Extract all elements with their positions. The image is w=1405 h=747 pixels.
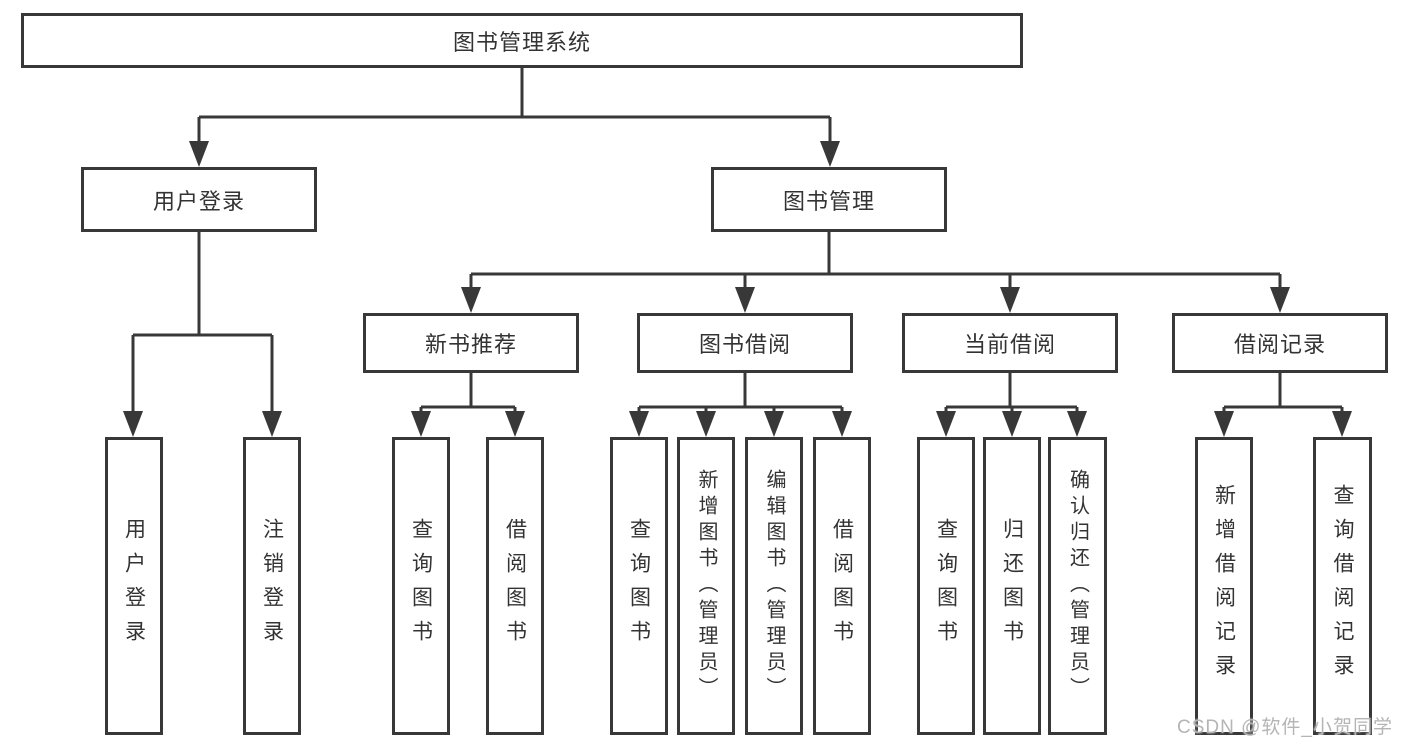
node-current-borrow-label: 当前借阅 xyxy=(963,332,1056,357)
node-book-borrow: 图书借阅 xyxy=(637,313,853,373)
leaf-user-login: 用户登录 xyxy=(105,437,163,735)
node-book-mgmt-branch: 图书管理 xyxy=(711,167,947,232)
leaf-logout: 注销登录 xyxy=(243,437,301,735)
node-current-borrow: 当前借阅 xyxy=(902,313,1118,373)
node-root: 图书管理系统 xyxy=(21,13,1023,68)
leaf-bb-borrow-books: 借阅图书 xyxy=(813,437,871,735)
leaf-nb-borrow-books: 借阅图书 xyxy=(486,437,544,735)
leaf-cb-return-books-label: 归还图书 xyxy=(1000,518,1024,654)
node-book-borrow-label: 图书借阅 xyxy=(698,332,791,357)
csdn-watermark: CSDN @软件_小贺同学 xyxy=(1177,717,1393,738)
node-user-login-branch-label: 用户登录 xyxy=(152,188,245,214)
leaf-bb-add-book-admin: 新增图书（管理员） xyxy=(677,437,735,735)
leaf-cb-query-books-label: 查询图书 xyxy=(934,518,958,654)
leaf-logout-label: 注销登录 xyxy=(260,518,284,654)
leaf-br-add-borrow-record: 新增借阅记录 xyxy=(1195,437,1253,735)
leaf-nb-query-books: 查询图书 xyxy=(392,437,450,735)
leaf-nb-query-books-label: 查询图书 xyxy=(409,518,433,654)
leaf-bb-edit-book-admin: 编辑图书（管理员） xyxy=(745,437,803,735)
leaf-bb-edit-book-admin-label: 编辑图书（管理员） xyxy=(763,469,785,703)
node-borrow-records: 借阅记录 xyxy=(1172,313,1388,373)
node-user-login-branch: 用户登录 xyxy=(81,167,317,232)
leaf-nb-borrow-books-label: 借阅图书 xyxy=(503,518,527,654)
leaf-cb-return-books: 归还图书 xyxy=(983,437,1041,735)
leaf-br-add-borrow-record-label: 新增借阅记录 xyxy=(1212,484,1236,688)
leaf-cb-confirm-return-admin: 确认归还（管理员） xyxy=(1048,437,1107,735)
node-root-label: 图书管理系统 xyxy=(452,29,591,55)
leaf-br-query-borrow-record: 查询借阅记录 xyxy=(1313,437,1372,735)
leaf-br-query-borrow-record-label: 查询借阅记录 xyxy=(1331,484,1354,688)
node-borrow-records-label: 借阅记录 xyxy=(1233,332,1326,357)
leaf-cb-query-books: 查询图书 xyxy=(917,437,975,735)
leaf-bb-query-books: 查询图书 xyxy=(610,437,668,735)
leaf-cb-confirm-return-admin-label: 确认归还（管理员） xyxy=(1066,469,1089,703)
leaf-bb-add-book-admin-label: 新增图书（管理员） xyxy=(695,469,717,703)
node-new-book-recommend: 新书推荐 xyxy=(363,313,579,373)
node-new-book-recommend-label: 新书推荐 xyxy=(424,332,517,357)
leaf-bb-borrow-books-label: 借阅图书 xyxy=(830,518,854,654)
node-book-mgmt-branch-label: 图书管理 xyxy=(782,188,875,214)
leaf-bb-query-books-label: 查询图书 xyxy=(627,518,651,654)
leaf-user-login-label: 用户登录 xyxy=(122,518,146,654)
